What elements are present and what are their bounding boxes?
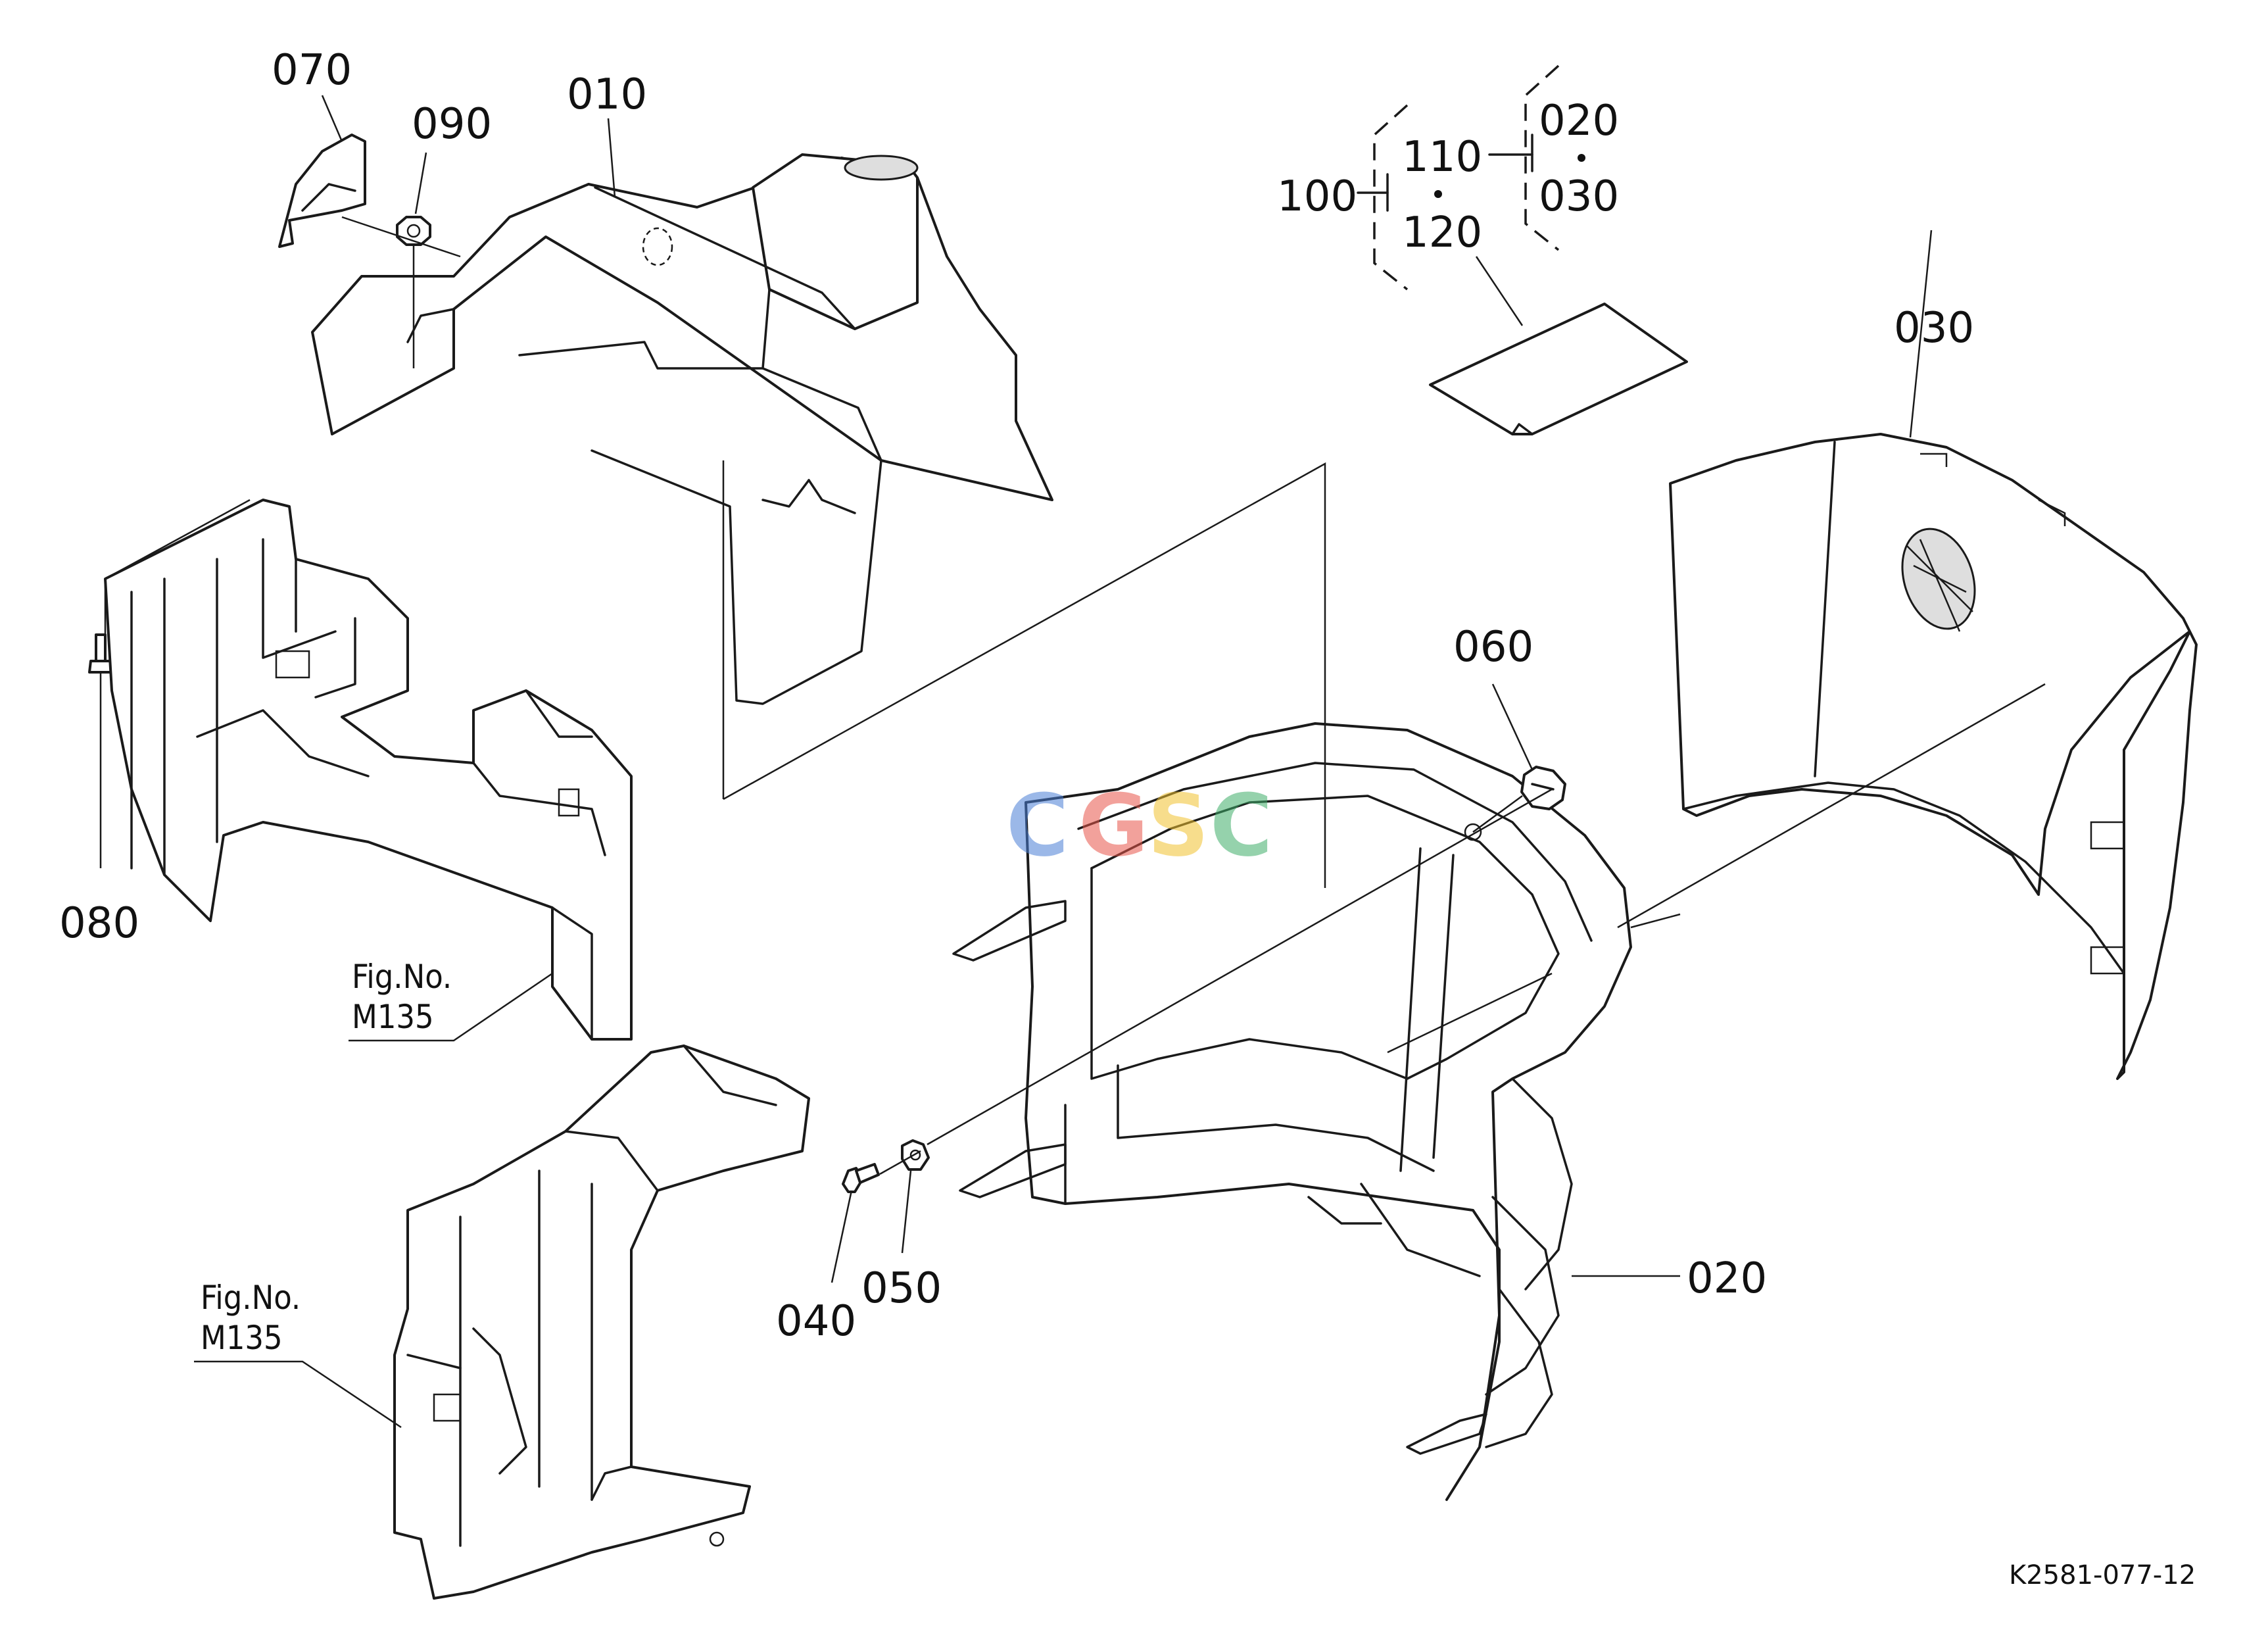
label-100: 100 xyxy=(1277,172,1357,221)
part-050-washer xyxy=(901,1139,930,1171)
label-030: 030 xyxy=(1894,304,1974,353)
part-010-upper-panel xyxy=(311,153,1053,705)
watermark-letter-2: G xyxy=(1078,775,1149,875)
label-110: 110 xyxy=(1402,133,1482,182)
figure-ref-2-line1: Fig.No. xyxy=(201,1279,301,1317)
watermark-letter-3: S xyxy=(1147,775,1209,875)
frame-m135-lower xyxy=(393,1045,810,1600)
part-060-clip xyxy=(1520,766,1566,810)
label-120: 120 xyxy=(1402,209,1482,257)
part-080-screw xyxy=(88,633,113,862)
label-090: 090 xyxy=(412,100,492,149)
label-040: 040 xyxy=(776,1297,856,1346)
leader-lines xyxy=(104,216,2046,1175)
label-020: 020 xyxy=(1687,1254,1767,1303)
label-080: 080 xyxy=(59,899,139,948)
drawing-code: K2581-077-12 xyxy=(2009,1560,2196,1590)
figure-ref-m135-lower: Fig.No. M135 xyxy=(194,1279,402,1429)
label-050: 050 xyxy=(861,1264,942,1313)
frame-m135-upper xyxy=(104,499,633,1041)
part-070-clip xyxy=(278,134,366,248)
part-label-sticker xyxy=(1429,303,1688,435)
part-030-rear-cover xyxy=(1669,433,2198,1080)
label-010: 010 xyxy=(567,70,647,119)
part-040-screw xyxy=(842,1163,880,1193)
watermark-letter-1: C xyxy=(1006,775,1069,875)
label-kit-020: 020 xyxy=(1539,97,1619,145)
label-060: 060 xyxy=(1453,623,1533,672)
label-kit-030: 030 xyxy=(1539,172,1619,221)
callout-leaders xyxy=(99,95,1933,1283)
figure-ref-m135-upper: Fig.No. M135 xyxy=(349,958,553,1042)
figure-ref-1-line2: M135 xyxy=(352,998,434,1036)
kit-bracket-diagram xyxy=(1357,64,1585,291)
watermark-logo: C G S C xyxy=(1006,775,1272,875)
figure-ref-1-line1: Fig.No. xyxy=(352,958,452,996)
label-070: 070 xyxy=(272,46,352,95)
part-number-labels: 070 090 010 080 060 030 020 040 050 100 … xyxy=(59,46,1974,1346)
part-020-front-frame xyxy=(952,722,1632,1501)
figure-ref-2-line2: M135 xyxy=(201,1319,283,1357)
watermark-letter-4: C xyxy=(1210,775,1272,875)
